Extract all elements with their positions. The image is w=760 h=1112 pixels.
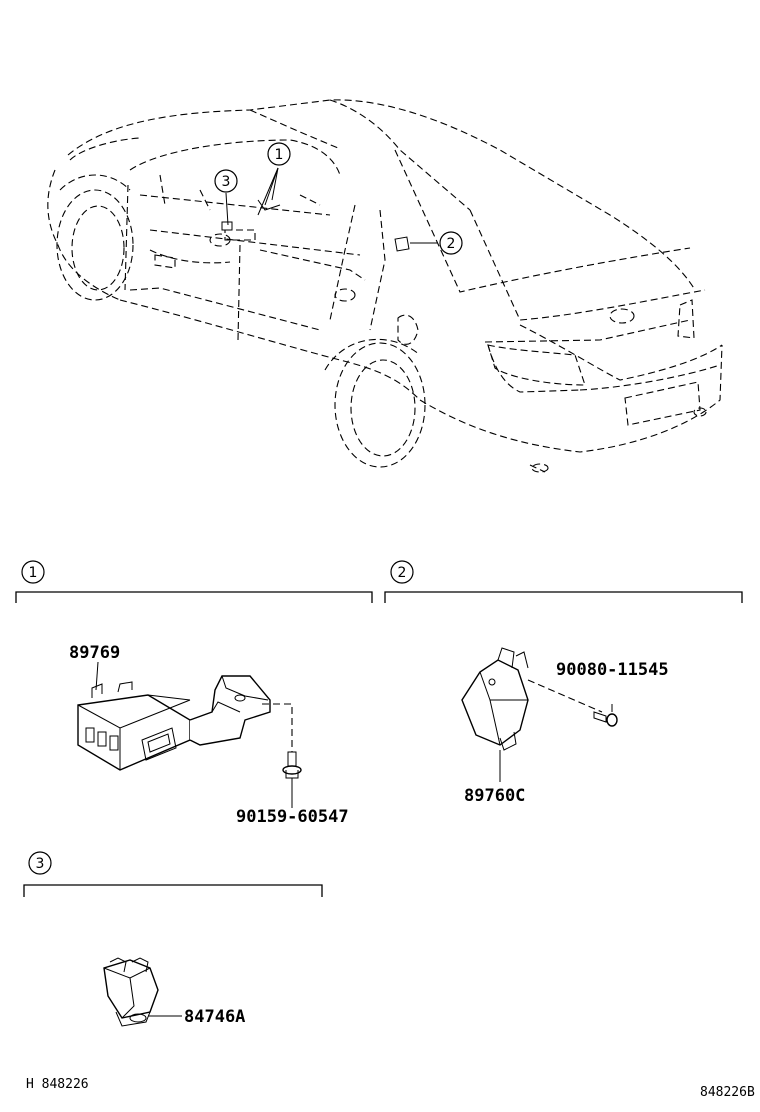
callout-3-car-text: 3 [222,174,231,190]
callout-2-car-text: 2 [447,236,456,252]
section-3-header: 3 [23,851,323,897]
footer-left-code: H 848226 [26,1077,89,1092]
car-illustration [47,99,723,473]
part-label-89769: 89769 [69,643,120,663]
section-3-number: 3 [36,856,45,872]
part-label-89760c: 89760C [464,786,525,806]
part-label-90159-60547: 90159-60547 [236,807,349,827]
part-label-90080-11545: 90080-11545 [556,660,669,680]
callout-3-car: 3 [214,169,238,193]
screw-90080-drawing [527,679,618,727]
switch-84746a-drawing [103,957,159,1027]
section-1-number: 1 [29,565,38,581]
section-2-header: 2 [384,560,743,603]
callout-2-car: 2 [439,231,463,255]
callout-leaders [225,167,438,244]
callout-1-car-text: 1 [275,147,284,163]
leader-89769 [95,661,99,691]
section-2-number: 2 [398,565,407,581]
computer-89769-drawing [77,675,271,771]
bolt-90159-drawing [262,703,302,808]
sensor-89760c-drawing [461,647,529,751]
section-1-header: 1 [15,560,373,603]
part-label-84746a: 84746A [184,1007,245,1027]
footer-right-code: 848226B [700,1085,755,1100]
callout-1-car: 1 [267,142,291,166]
